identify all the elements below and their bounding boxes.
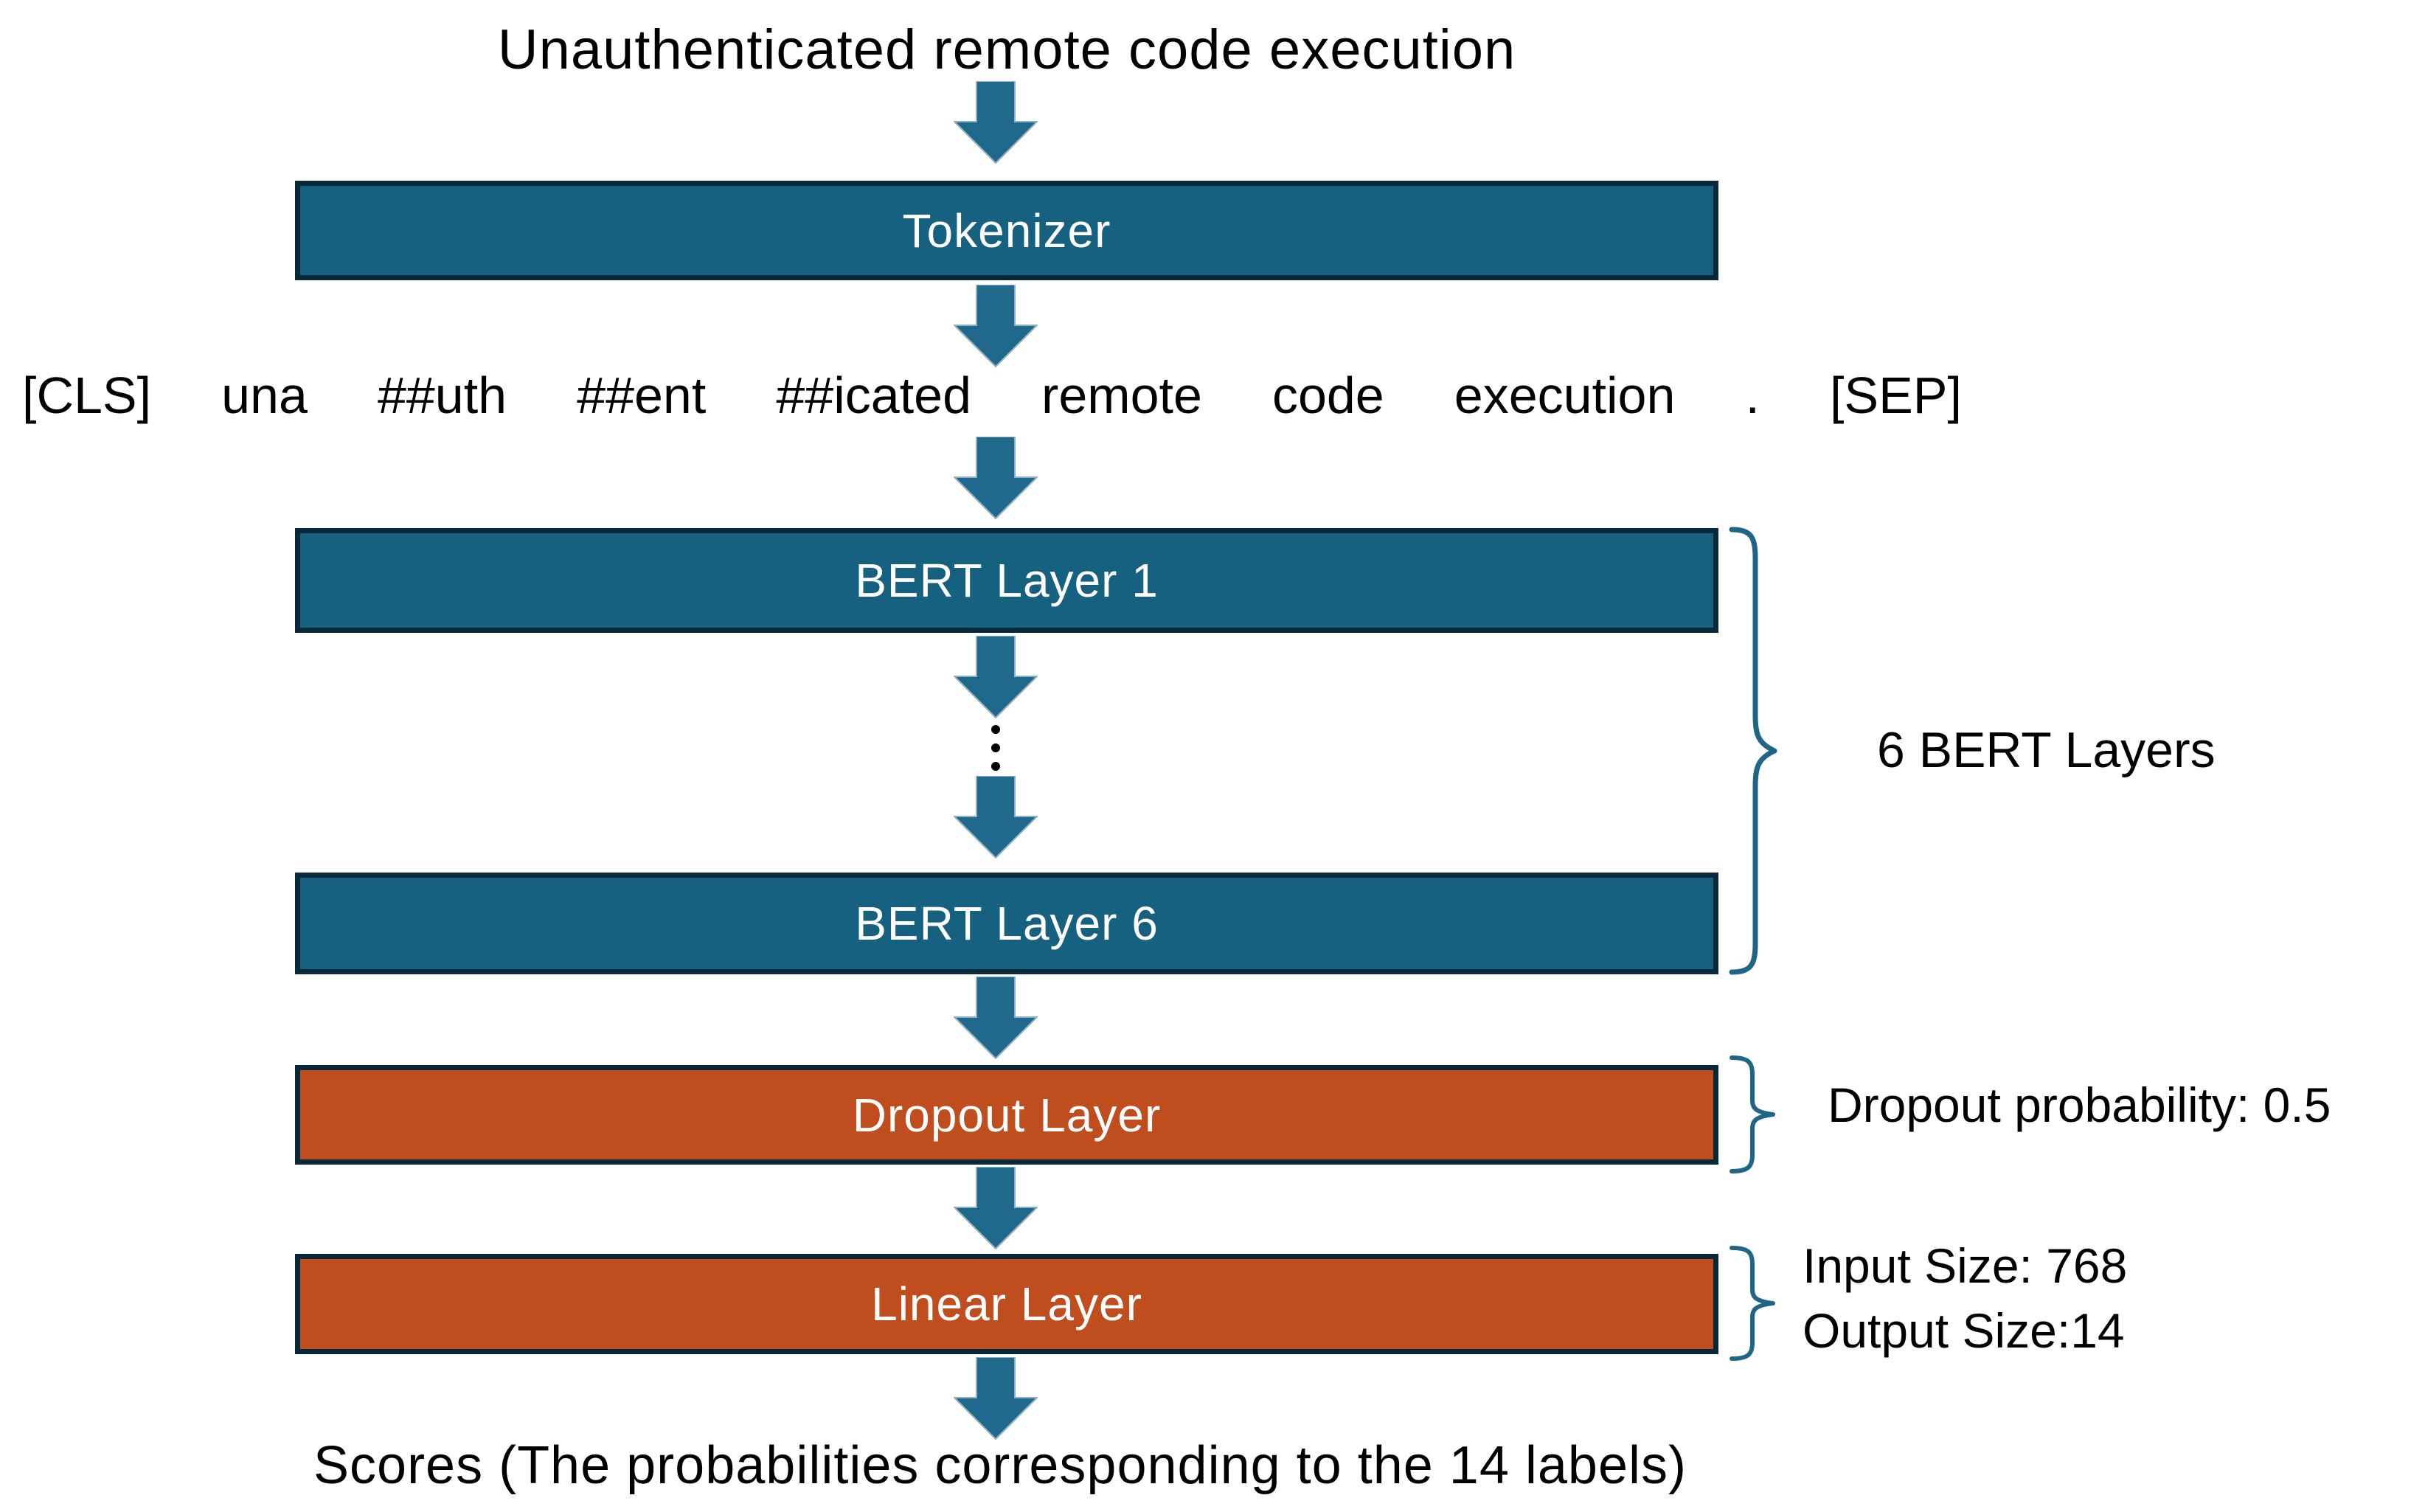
input-text: Unauthenticated remote code execution bbox=[497, 18, 1516, 81]
linear-brace bbox=[1726, 1245, 1779, 1362]
dropout-annotation: Dropout probability: 0.5 bbox=[1828, 1078, 2331, 1132]
down-arrow-icon bbox=[954, 437, 1038, 519]
tokenizer-box: Tokenizer bbox=[295, 181, 1718, 280]
token-sequence: [CLS] una ##uth ##ent ##icated remote co… bbox=[22, 366, 1962, 425]
down-arrow-icon bbox=[954, 285, 1038, 367]
bert-layers-brace bbox=[1726, 525, 1779, 977]
token: ##ent bbox=[577, 367, 707, 424]
bert-layer-1-box: BERT Layer 1 bbox=[295, 528, 1718, 633]
dropout-layer-label: Dropout Layer bbox=[852, 1088, 1162, 1142]
output-caption: Scores (The probabilities corresponding … bbox=[313, 1436, 1687, 1495]
token: [SEP] bbox=[1829, 367, 1962, 424]
token: ##icated bbox=[776, 367, 971, 424]
down-arrow-icon bbox=[954, 81, 1038, 164]
token: . bbox=[1745, 367, 1760, 424]
down-arrow-icon bbox=[954, 977, 1038, 1059]
linear-layer-label: Linear Layer bbox=[871, 1277, 1142, 1331]
down-arrow-icon bbox=[954, 636, 1038, 718]
token: remote bbox=[1041, 367, 1202, 424]
token: una bbox=[221, 367, 308, 424]
bert-layer-6-box: BERT Layer 6 bbox=[295, 873, 1718, 974]
token: [CLS] bbox=[22, 367, 152, 424]
token: execution bbox=[1454, 367, 1676, 424]
tokenizer-label: Tokenizer bbox=[902, 204, 1111, 257]
bert-layer-6-label: BERT Layer 6 bbox=[855, 897, 1159, 950]
token: ##uth bbox=[377, 367, 507, 424]
bert-layer-1-label: BERT Layer 1 bbox=[855, 554, 1159, 607]
linear-input-size: Input Size: 768 bbox=[1803, 1238, 2128, 1293]
linear-annotation: Input Size: 768 Output Size:14 bbox=[1803, 1233, 2127, 1363]
bert-layers-annotation: 6 BERT Layers bbox=[1877, 722, 2216, 778]
down-arrow-icon bbox=[954, 1167, 1038, 1249]
dropout-layer-box: Dropout Layer bbox=[295, 1065, 1718, 1165]
token: code bbox=[1272, 367, 1384, 424]
dropout-brace bbox=[1726, 1055, 1779, 1174]
vertical-ellipsis-icon bbox=[988, 725, 1004, 771]
down-arrow-icon bbox=[954, 1357, 1038, 1440]
linear-output-size: Output Size:14 bbox=[1803, 1303, 2125, 1358]
linear-layer-box: Linear Layer bbox=[295, 1254, 1718, 1354]
down-arrow-icon bbox=[954, 776, 1038, 859]
